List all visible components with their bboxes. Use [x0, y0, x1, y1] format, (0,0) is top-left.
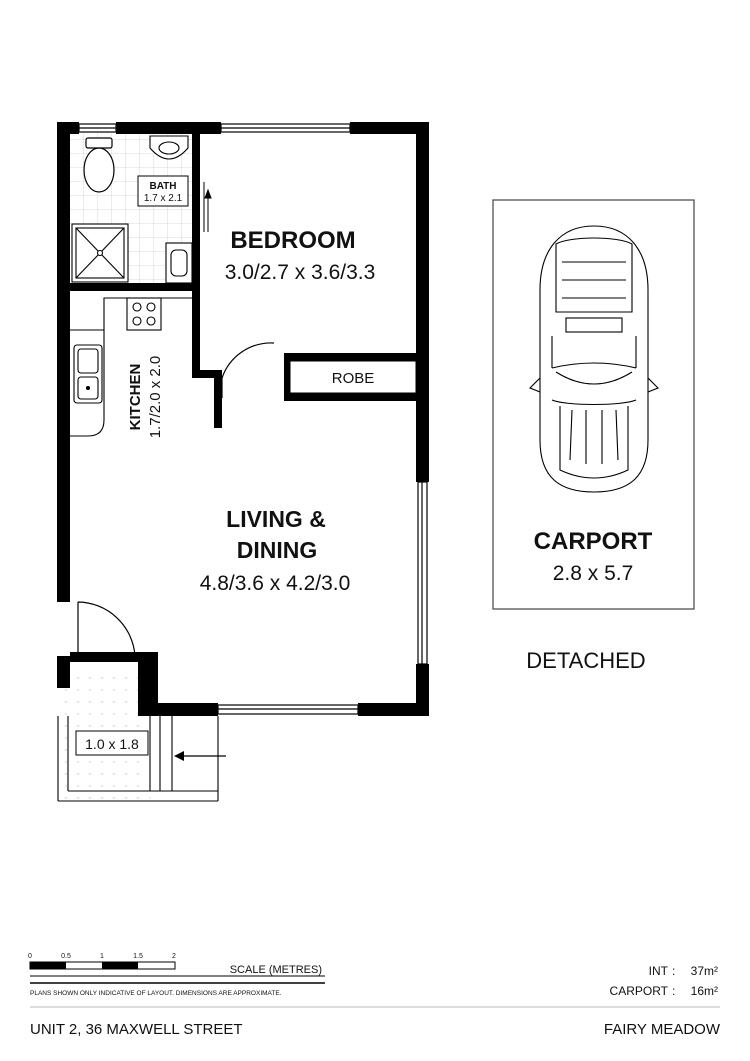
sliding-door	[203, 182, 212, 232]
carport-name: CARPORT	[534, 528, 653, 555]
windows	[78, 123, 428, 715]
shower-icon	[71, 223, 129, 283]
walls	[57, 122, 429, 716]
carport-dims: 2.8 x 5.7	[553, 562, 634, 585]
scale-tick-2: 1	[100, 953, 104, 960]
scale-ticks: 0 0.5 1 1.5 2	[28, 953, 176, 960]
kitchen-dims: 1.7/2.0 x 2.0	[147, 356, 164, 439]
bath-label-box	[137, 175, 189, 207]
kitchen-bench-curve	[70, 330, 105, 437]
int-area-label: INT	[649, 964, 669, 978]
bath-name: BATH	[149, 181, 176, 192]
porch-label-box	[75, 730, 149, 756]
scale-tick-0: 0	[28, 953, 32, 960]
bedroom-name: BEDROOM	[230, 227, 355, 254]
scale-label: SCALE (METRES)	[230, 964, 322, 976]
scale-bar	[29, 961, 325, 984]
carport-area-label: CARPORT	[610, 984, 669, 998]
car-icon	[529, 225, 659, 493]
detached-label: DETACHED	[526, 648, 645, 673]
address: UNIT 2, 36 MAXWELL STREET	[30, 1021, 243, 1038]
bedroom-door	[221, 342, 275, 398]
entry-door	[77, 601, 136, 657]
robe-label: ROBE	[332, 370, 375, 387]
suburb: FAIRY MEADOW	[604, 1021, 721, 1038]
living-name-line1: LIVING &	[226, 506, 326, 532]
porch	[57, 716, 219, 802]
int-area-colon: :	[672, 964, 675, 978]
scale-tick-1: 0.5	[61, 953, 71, 960]
porch-dims: 1.0 x 1.8	[85, 736, 139, 752]
scale-tick-3: 1.5	[133, 953, 143, 960]
carport-area-colon: :	[672, 984, 675, 998]
disclaimer: PLANS SHOWN ONLY INDICATIVE OF LAYOUT. D…	[30, 990, 282, 997]
living-name-line2: DINING	[237, 537, 318, 563]
bath-dims: 1.7 x 2.1	[144, 193, 183, 204]
bedroom-dims: 3.0/2.7 x 3.6/3.3	[225, 261, 376, 284]
int-area-value: 37m²	[691, 964, 718, 978]
toilet-icon	[83, 137, 115, 193]
vanity-icon	[165, 242, 193, 284]
robe-box	[289, 360, 417, 394]
living-dims: 4.8/3.6 x 4.2/3.0	[200, 572, 351, 595]
carport-area-value: 16m²	[691, 984, 718, 998]
kitchen-bench	[70, 297, 192, 331]
sink-icon	[73, 344, 103, 404]
scale-tick-4: 2	[172, 953, 176, 960]
cooktop-icon	[126, 297, 162, 331]
entry-arrow-icon	[174, 751, 226, 761]
kitchen-name: KITCHEN	[127, 364, 144, 431]
basin-icon	[149, 135, 189, 160]
